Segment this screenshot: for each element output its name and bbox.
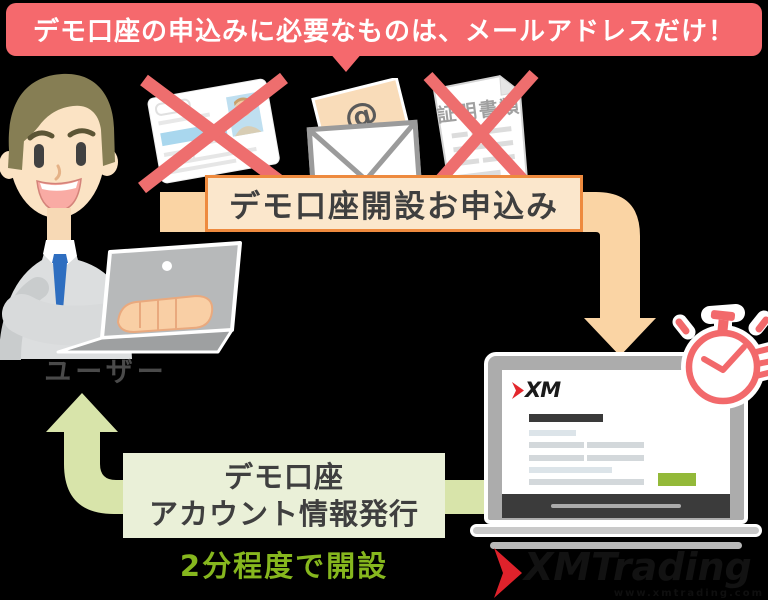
screen-submit-button [658, 473, 696, 486]
stopwatch-icon [672, 304, 768, 409]
laptop-shadow [490, 542, 742, 549]
laptop-base [470, 524, 762, 537]
screen-field-line [529, 455, 584, 461]
screen-heading-bar [529, 414, 603, 422]
id-card-icon [138, 72, 290, 194]
brand-url: www.xmtrading.com [613, 588, 764, 599]
screen-field-line [529, 479, 644, 485]
issue-note: 2分程度で開設 [179, 549, 389, 583]
screen-field-line [587, 442, 644, 448]
brand-arrow-icon [494, 548, 522, 598]
xm-laptop-illustration: XM [470, 352, 768, 552]
brand-name: XMTrading [524, 545, 752, 589]
xm-chevron-icon [512, 381, 524, 399]
screen-logo-text: XM [525, 378, 561, 402]
user-label: ユーザー [44, 357, 168, 388]
apply-banner-text: デモ口座開設お申込み [229, 189, 559, 225]
laptop-screen-logo: XM [512, 378, 561, 402]
apply-step-banner: デモ口座開設お申込み [205, 175, 583, 232]
top-banner: デモ口座の申込みに必要なものは、メールアドレスだけ！ [6, 3, 762, 56]
cross-icon [138, 72, 290, 194]
laptop-keyboard [502, 494, 730, 518]
issue-line2: アカウント情報発行 [148, 496, 419, 531]
laptop-trackpad-line [551, 504, 681, 508]
speech-pointer-icon [329, 52, 363, 72]
screen-field-line [529, 442, 584, 448]
issue-step-banner: デモ口座 アカウント情報発行 [123, 453, 445, 538]
top-banner-text: デモ口座の申込みに必要なものは、メールアドレスだけ！ [32, 17, 735, 47]
screen-field-line [529, 430, 576, 436]
screen-field-line [587, 455, 644, 461]
screen-field-line [529, 467, 612, 473]
laptop-screen: XM [502, 370, 730, 494]
user-illustration [0, 73, 242, 360]
issue-line1: デモ口座 [223, 460, 344, 495]
xmtrading-logo: XMTrading www.xmtrading.com [492, 545, 766, 600]
